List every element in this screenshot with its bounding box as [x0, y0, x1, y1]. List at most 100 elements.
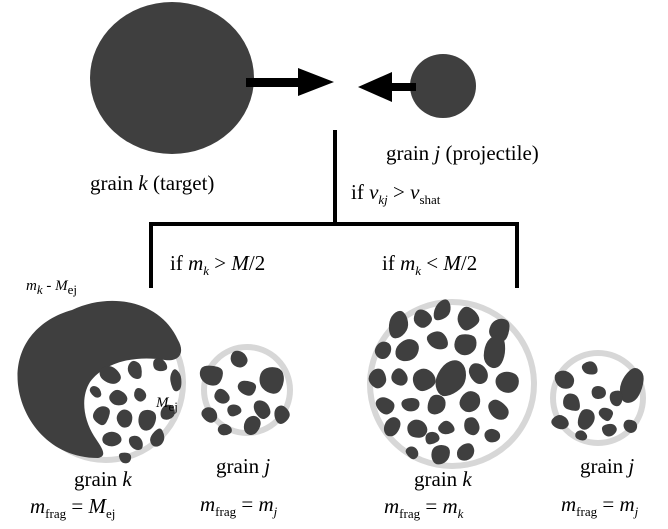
fragment	[468, 363, 488, 384]
fragment	[116, 409, 133, 428]
target-grain	[90, 2, 254, 154]
fragment	[160, 404, 175, 420]
fragment	[170, 369, 182, 392]
fragment	[591, 385, 606, 400]
fragment	[495, 371, 519, 393]
fragment	[454, 334, 477, 356]
fragment	[274, 405, 290, 424]
fragment	[464, 417, 480, 436]
fragmented-grain-j-left	[199, 344, 293, 436]
projectile-arrow	[358, 72, 416, 102]
fragment	[435, 360, 466, 397]
fragment	[199, 365, 223, 386]
svg-text:mfrag = Mej: mfrag = Mej	[30, 494, 115, 521]
fragments-j-left	[199, 350, 290, 436]
fragment	[609, 390, 623, 407]
svg-text:grain j: grain j	[580, 454, 634, 478]
velocity-condition: if vkj > vshat	[351, 180, 441, 207]
fragment	[427, 394, 446, 415]
svg-text:grain j: grain j	[216, 454, 270, 478]
fragment	[230, 350, 248, 368]
ejecta-mass-label: Mej	[155, 395, 178, 414]
fragments-j-right	[551, 361, 644, 441]
fragment	[581, 361, 598, 375]
fragment	[601, 423, 617, 437]
fragment	[395, 339, 419, 362]
fragment	[109, 389, 128, 406]
fragmented-grain-j-right	[550, 350, 646, 446]
fragment	[425, 431, 440, 445]
fragment	[459, 391, 481, 413]
fragment	[102, 431, 122, 447]
fragment	[374, 341, 392, 360]
fragment	[99, 365, 121, 384]
fragment	[243, 415, 261, 436]
fragment	[488, 399, 509, 420]
remnant-grain	[17, 300, 182, 458]
shattered-grain-k	[367, 299, 537, 469]
fragment	[551, 415, 569, 430]
fragment	[391, 368, 408, 386]
fragment	[214, 388, 230, 404]
fragment	[118, 452, 132, 464]
svg-text:mfrag = mj: mfrag = mj	[561, 492, 639, 519]
result-label-1: grain k mfrag = Mej	[30, 467, 132, 521]
remnant-mass-label: mk - Mej	[26, 278, 77, 297]
fragment	[153, 358, 168, 372]
fragment	[388, 310, 409, 339]
fragment	[412, 368, 436, 392]
fragment	[619, 368, 644, 403]
fragment	[227, 404, 242, 417]
svg-text:grain k: grain k	[414, 467, 472, 491]
fragment	[433, 299, 451, 321]
svg-text:mfrag = mk: mfrag = mk	[384, 494, 464, 521]
fragment	[127, 360, 142, 380]
decision-tree	[149, 130, 519, 288]
fragment	[375, 397, 395, 415]
result-label-3: grain k mfrag = mk	[384, 467, 472, 521]
fragment	[401, 397, 420, 412]
fragment	[484, 428, 501, 443]
fragment	[259, 367, 284, 394]
fragment	[426, 331, 448, 350]
fragment	[598, 407, 614, 422]
fragment	[92, 406, 110, 426]
result-label-2: grain j mfrag = mj	[200, 454, 278, 519]
projectile-grain	[410, 54, 476, 118]
svg-text:mfrag = mj: mfrag = mj	[200, 492, 278, 519]
fragment	[483, 335, 506, 369]
fragment	[575, 430, 588, 441]
fragment	[383, 417, 401, 437]
fragment	[253, 400, 271, 419]
target-arrow	[246, 68, 334, 96]
fragment	[457, 306, 480, 331]
fragment	[368, 368, 387, 389]
fragment	[237, 380, 257, 396]
fragment	[623, 419, 638, 434]
result-label-4: grain j mfrag = mj	[561, 454, 639, 519]
fragment	[407, 419, 428, 438]
projectile-label: grain j (projectile)	[386, 141, 539, 165]
target-label: grain k (target)	[90, 171, 214, 195]
fragments-k-right	[368, 299, 519, 465]
fragment	[128, 435, 143, 451]
fragment	[438, 420, 455, 435]
fragment	[577, 409, 595, 430]
fragment	[554, 370, 575, 389]
ejecta-fragments-k	[89, 358, 182, 464]
right-branch-condition: if mk < M/2	[382, 251, 477, 278]
fragment	[405, 446, 419, 460]
left-branch-condition: if mk > M/2	[170, 251, 265, 278]
fragment	[201, 407, 218, 423]
fragment	[563, 393, 580, 411]
fragment	[89, 385, 102, 398]
fragment	[134, 387, 147, 402]
fragment	[456, 443, 475, 461]
fragment	[138, 409, 157, 431]
fragment	[431, 445, 450, 465]
svg-text:grain k: grain k	[74, 467, 132, 491]
fragment	[489, 318, 510, 342]
cratered-grain-k	[17, 300, 186, 464]
